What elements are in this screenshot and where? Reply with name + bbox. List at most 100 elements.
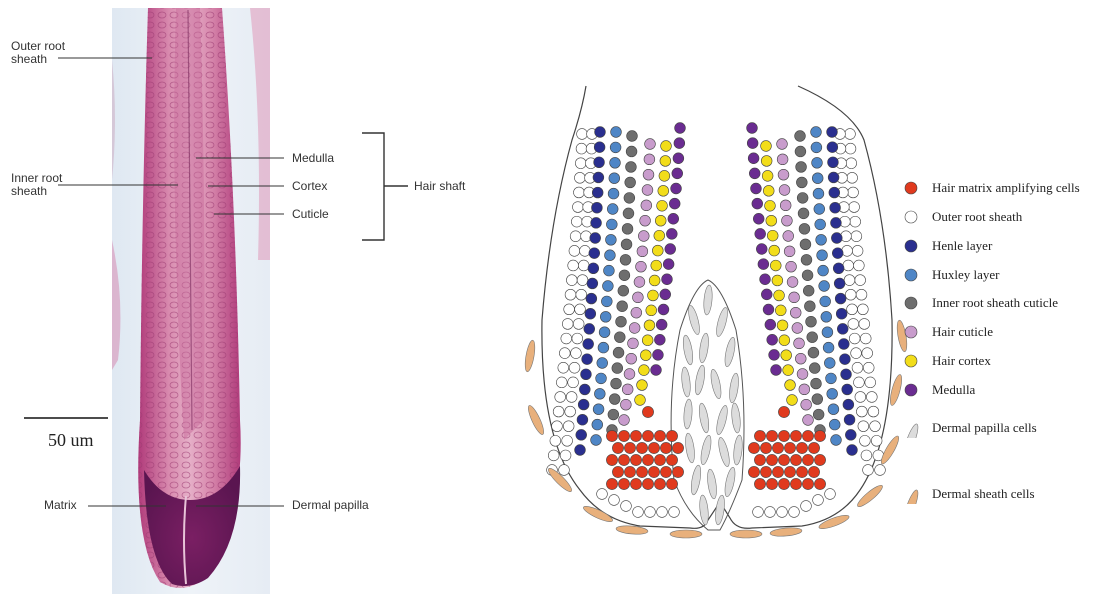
cell-inner-root-sheath-cuticle [617, 301, 628, 312]
cell-outer-root-sheath [565, 406, 576, 417]
cell-outer-root-sheath [871, 435, 882, 446]
cell-inner-root-sheath-cuticle [613, 347, 624, 358]
cell-inner-root-sheath-cuticle [797, 192, 808, 203]
cell-huxley-layer [815, 219, 826, 230]
cell-henle-layer [828, 157, 839, 168]
cell-hair-cuticle [645, 139, 656, 150]
cell-inner-root-sheath-cuticle [625, 177, 636, 188]
cell-outer-root-sheath [854, 377, 865, 388]
legend-item: Hair cuticle [900, 322, 993, 342]
cell-dermal-sheath [730, 530, 762, 538]
cell-hair-matrix-amplifying [754, 478, 765, 489]
cell-medulla [761, 289, 772, 300]
cell-medulla [771, 365, 782, 376]
legend-label: Huxley layer [932, 267, 1000, 283]
cell-outer-root-sheath [856, 406, 867, 417]
cell-outer-root-sheath [577, 275, 588, 286]
cell-hair-cuticle [631, 307, 642, 318]
cell-hair-matrix-amplifying [606, 478, 617, 489]
cell-huxley-layer [601, 296, 612, 307]
cell-hair-matrix-amplifying [666, 430, 677, 441]
cell-outer-root-sheath [566, 275, 577, 286]
legend-item: Huxley layer [900, 265, 1000, 285]
cell-outer-root-sheath [849, 333, 860, 344]
cell-outer-root-sheath [562, 435, 573, 446]
cell-hair-matrix-amplifying [766, 430, 777, 441]
cell-medulla [758, 259, 769, 270]
cell-hair-matrix-amplifying [808, 466, 819, 477]
cell-henle-layer [838, 339, 849, 350]
cell-inner-root-sheath-cuticle [813, 409, 824, 420]
cell-hair-cortex [772, 275, 783, 286]
cell-outer-root-sheath [597, 489, 608, 500]
cell-hair-matrix-amplifying [802, 430, 813, 441]
cell-hair-matrix-amplifying [648, 442, 659, 453]
cell-outer-root-sheath [564, 304, 575, 315]
cell-outer-root-sheath [843, 260, 854, 271]
cell-henle-layer [594, 157, 605, 168]
cell-hair-matrix-amplifying [612, 466, 623, 477]
cell-hair-matrix-amplifying [790, 454, 801, 465]
cell-outer-root-sheath [571, 348, 582, 359]
legend-label: Medulla [932, 382, 975, 398]
label-medulla: Medulla [292, 152, 334, 165]
label-hair-shaft: Hair shaft [414, 180, 465, 193]
cell-hair-matrix-amplifying [618, 454, 629, 465]
cell-outer-root-sheath [853, 260, 864, 271]
cell-outer-root-sheath [846, 158, 857, 169]
cell-hair-cuticle [638, 231, 649, 242]
legend-label: Outer root sheath [932, 209, 1022, 225]
legend-swatch-circle [905, 182, 917, 194]
cell-hair-cortex [640, 350, 651, 361]
cell-medulla [675, 123, 686, 134]
cell-henle-layer [830, 202, 841, 213]
cell-hair-matrix-amplifying [642, 406, 653, 417]
cell-henle-layer [593, 172, 604, 183]
cell-inner-root-sheath-cuticle [800, 239, 811, 250]
cell-hair-matrix-amplifying [814, 430, 825, 441]
cell-henle-layer [827, 142, 838, 153]
cell-outer-root-sheath [559, 465, 570, 476]
cell-hair-matrix-amplifying [808, 442, 819, 453]
cell-medulla [751, 183, 762, 194]
cell-inner-root-sheath-cuticle [623, 208, 634, 219]
cell-outer-root-sheath [575, 158, 586, 169]
cell-outer-root-sheath [851, 231, 862, 242]
cell-dermal-papilla [714, 404, 729, 435]
cell-henle-layer [841, 369, 852, 380]
cell-dermal-papilla [686, 304, 701, 335]
cell-medulla [671, 183, 682, 194]
legend-item: Medulla [900, 380, 975, 400]
cell-inner-root-sheath-cuticle [611, 378, 622, 389]
cell-huxley-layer [604, 265, 615, 276]
cell-outer-root-sheath [669, 507, 680, 518]
cell-outer-root-sheath [576, 289, 587, 300]
cell-hair-cortex [637, 380, 648, 391]
cell-hair-cuticle [634, 277, 645, 288]
cell-outer-root-sheath [845, 129, 856, 140]
cell-huxley-layer [814, 204, 825, 215]
cell-huxley-layer [822, 327, 833, 338]
histology-panel: Outer root sheath Inner root sheath Medu… [0, 0, 490, 594]
cell-henle-layer [581, 369, 592, 380]
cell-hair-matrix-amplifying [660, 442, 671, 453]
cell-inner-root-sheath-cuticle [807, 332, 818, 343]
cell-inner-root-sheath-cuticle [798, 208, 809, 219]
cell-hair-matrix-amplifying [802, 454, 813, 465]
legend-swatch-circle [905, 240, 917, 252]
cell-inner-root-sheath-cuticle [614, 332, 625, 343]
cell-dermal-papilla [689, 465, 702, 496]
cell-outer-root-sheath [563, 421, 574, 432]
cell-hair-cortex [654, 230, 665, 241]
cell-henle-layer [585, 308, 596, 319]
cell-medulla [674, 138, 685, 149]
cell-hair-cortex [783, 365, 794, 376]
cell-hair-cortex [661, 141, 672, 152]
cell-inner-root-sheath-cuticle [620, 254, 631, 265]
legend-swatch [900, 265, 922, 285]
cell-hair-cortex [761, 141, 772, 152]
cell-outer-root-sheath [550, 435, 561, 446]
legend-swatch-circle [905, 384, 917, 396]
cell-huxley-layer [599, 327, 610, 338]
cell-hair-cuticle [795, 353, 806, 364]
